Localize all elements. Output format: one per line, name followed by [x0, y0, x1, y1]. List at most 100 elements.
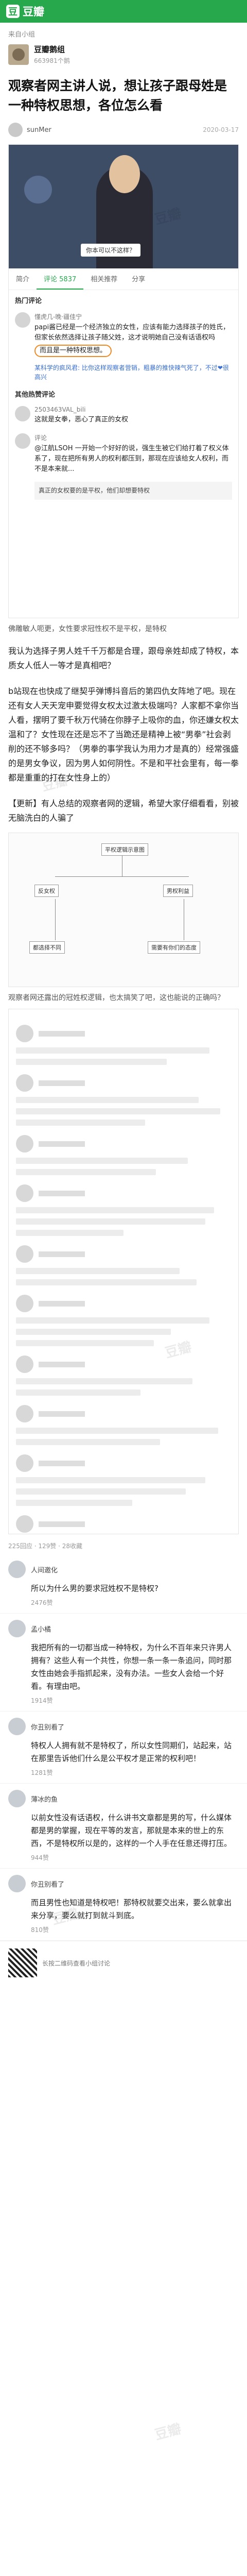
comment-item: 人间邀化 所以为什么男的要求冠姓权不是特权? 2476赞 [0, 1554, 247, 1614]
douban-logo-icon: 豆 [6, 5, 20, 18]
avatar[interactable] [8, 1561, 26, 1578]
group-name: 豆瓣鹅组 [34, 45, 65, 54]
comment-item: 薄冰的鱼 以前女性没有话语权，什么讲书文章都是男的写，什么媒体都是男的掌握，现在… [0, 1784, 247, 1869]
comment-item: 孟小橘 我把所有的一切都当成一种特权，为什么不百年来只许男人拥有？这些人有一个共… [0, 1614, 247, 1711]
comment-text: 特权人人拥有就不是特权了，所以女性同期们，站起来，站在那里告诉他们什么是公平权才… [31, 1741, 232, 1763]
group-avatar [8, 44, 29, 65]
comment-likes: 944赞 [31, 1854, 49, 1861]
author-avatar[interactable] [8, 123, 23, 137]
avatar [16, 1405, 33, 1422]
avatar[interactable] [8, 1790, 26, 1807]
paragraph-2: b站现在也快成了继契乎弹博抖音后的第四仇女阵地了吧。现在还有女人天天宠申要觉得女… [8, 686, 239, 783]
from-label: 来自小组 [8, 31, 36, 39]
name-placeholder [39, 1521, 85, 1527]
avatar [16, 1515, 33, 1533]
flow-right: 男权利益 [163, 885, 193, 897]
comment-author[interactable]: 人间邀化 [31, 1566, 58, 1574]
author-name[interactable]: sunMer [27, 126, 51, 134]
hot-comment: 懂虎几-晚·疆佳宁 papi酱已经是一个经济独立的女性，应该有能力选择孩子的姓氏… [9, 308, 238, 361]
douban-logo[interactable]: 豆 豆瓣 [6, 4, 44, 19]
comment-user: 2503463VAL_bili [34, 406, 86, 413]
avatar [16, 1454, 33, 1472]
comment-likes: 2476赞 [31, 1599, 53, 1606]
post-date: 2020-03-17 [203, 126, 239, 133]
speaker-face [109, 155, 140, 193]
reply-box: 真正的女权要的是平权，他们却想要特权 [34, 482, 232, 500]
comment-text: 这就是女拳，恶心了真正的女权 [34, 416, 129, 423]
name-placeholder [39, 1190, 85, 1196]
comment-text: 所以为什么男的要求冠姓权不是特权? [31, 1584, 158, 1593]
name-placeholder [39, 1141, 85, 1147]
avatar [15, 406, 30, 421]
avatar [16, 1355, 33, 1373]
footer-text: 长按二维码查看小组讨论 [42, 1959, 111, 1967]
avatar[interactable] [8, 1620, 26, 1637]
group-card[interactable]: 豆瓣鹅组 663981个鹅 [0, 41, 247, 72]
group-members: 663981个鹅 [34, 57, 70, 64]
tab-intro: 简介 [16, 276, 30, 283]
reply-link: 某科学的疯风君: 比你这样观察者营销，粗暴的推快辣气死了，不过❤很高兴 [34, 364, 229, 381]
comment-likes: 1914赞 [31, 1697, 53, 1704]
flow-bottom-2: 需要有你们的态度 [148, 941, 200, 954]
avatar [16, 1135, 33, 1153]
top-bar: 豆 豆瓣 [0, 0, 247, 23]
avatar [16, 1295, 33, 1312]
comment-list: 人间邀化 所以为什么男的要求冠姓权不是特权? 2476赞 孟小橘 我把所有的一切… [0, 1554, 247, 1941]
comment-likes: 810赞 [31, 1926, 49, 1934]
tab-related: 相关推荐 [91, 276, 118, 283]
post-stats: 225回应 · 129赞 · 28收藏 [8, 1543, 82, 1550]
video-logo-icon [24, 176, 52, 204]
name-placeholder [39, 1251, 85, 1257]
other-hot-label: 其他热赞评论 [15, 391, 56, 399]
video-frame: 你本可以不这样？ [9, 145, 238, 268]
video-tabs: 简介 评论 5837 相关推荐 分享 [9, 268, 238, 290]
flow-connector [55, 899, 56, 940]
avatar[interactable] [8, 1875, 26, 1892]
name-placeholder [39, 1411, 85, 1417]
paragraph-3: 【更新】有人总结的观察者网的逻辑，希望大家仔细看看，别被无脑洗白的人骗了 [8, 799, 239, 823]
comment-text: @江航LSOH 一开始一个好好的说，强生生被它们给打着了权义体系了，现在把所有男… [34, 445, 229, 473]
hot-comments-label: 热门评论 [15, 297, 42, 305]
screenshot-flowchart: 平权逻辑示意图 反女权 男权利益 都选择不同 需要有你们的态度 [8, 833, 239, 987]
avatar [16, 1245, 33, 1263]
comment-text: 以前女性没有话语权，什么讲书文章都是男的写，什么媒体都是男的掌握，现在平等的发言… [31, 1813, 232, 1848]
comment-item: 你丑别看了 特权人人拥有就不是特权了，所以女性同期们，站起来，站在那里告诉他们什… [0, 1711, 247, 1784]
avatar[interactable] [8, 1718, 26, 1735]
comment-author[interactable]: 你丑别看了 [31, 1880, 65, 1889]
comment-text: papi酱已经是一个经济独立的女性，应该有能力选择孩子的姓氏，但家长依然选择让孩… [34, 324, 230, 342]
name-placeholder [39, 1300, 85, 1307]
avatar [15, 433, 30, 449]
comment-user: 评论 [34, 434, 47, 442]
comment-text: 而且男性也知道是特权吧！那特权就要交出来，要么就拿出来分享，要么就打到就斗到底。 [31, 1898, 232, 1920]
avatar [16, 1025, 33, 1042]
name-placeholder [39, 1030, 85, 1037]
comment-author[interactable]: 你丑别看了 [31, 1723, 65, 1732]
comment-text: 我把所有的一切都当成一种特权，为什么不百年来只许男人拥有？这些人有一个共性，你想… [31, 1643, 232, 1691]
logo-text: 豆瓣 [23, 6, 44, 18]
comment-likes: 1281赞 [31, 1769, 53, 1776]
tab-comments: 评论 5837 [37, 268, 84, 290]
image-caption-2: 观察者网还露出的冠姓权逻辑，也太搞笑了吧，这也能说的正确吗？ [8, 994, 224, 1002]
comment-author[interactable]: 薄冰的鱼 [31, 1795, 58, 1804]
flow-left: 反女权 [34, 885, 59, 897]
flow-bottom-1: 都选择不同 [29, 941, 65, 954]
watermark: 豆瓣 [153, 2421, 183, 2444]
flow-connector [55, 876, 189, 877]
avatar [16, 1184, 33, 1202]
image-caption-1: 佛雕敏人呃更，女性要求冠性权不是平权，是特权 [8, 625, 167, 633]
avatar [15, 312, 30, 328]
avatar [16, 1074, 33, 1092]
paragraph-1: 我认为选择子男人姓千千万都是合理，跟母亲姓却成了特权，本质女人低人一等才是真相吧… [8, 646, 239, 670]
comment-2: 2503463VAL_bili 这就是女拳，恶心了真正的女权 [9, 402, 238, 429]
footer: 长按二维码查看小组讨论 [0, 1941, 247, 1987]
name-placeholder [39, 1080, 85, 1086]
screenshot-bilibili: 你本可以不这样？ 简介 评论 5837 相关推荐 分享 热门评论 懂虎几-晚·疆… [8, 144, 239, 618]
circled-quote: 而且是一种特权思想。 [34, 345, 112, 357]
qr-code-icon[interactable] [8, 1948, 37, 1977]
comments-thread [9, 1009, 238, 1534]
post-title: 观察者网主讲人说，想让孩子跟母姓是一种特权思想，各位怎么看 [8, 78, 227, 113]
flow-top: 平权逻辑示意图 [101, 843, 148, 856]
screenshot-comments-thread [8, 1009, 239, 1534]
comment-item: 你丑别看了 而且男性也知道是特权吧！那特权就要交出来，要么就拿出来分享，要么就打… [0, 1869, 247, 1941]
comment-author[interactable]: 孟小橘 [31, 1625, 51, 1634]
